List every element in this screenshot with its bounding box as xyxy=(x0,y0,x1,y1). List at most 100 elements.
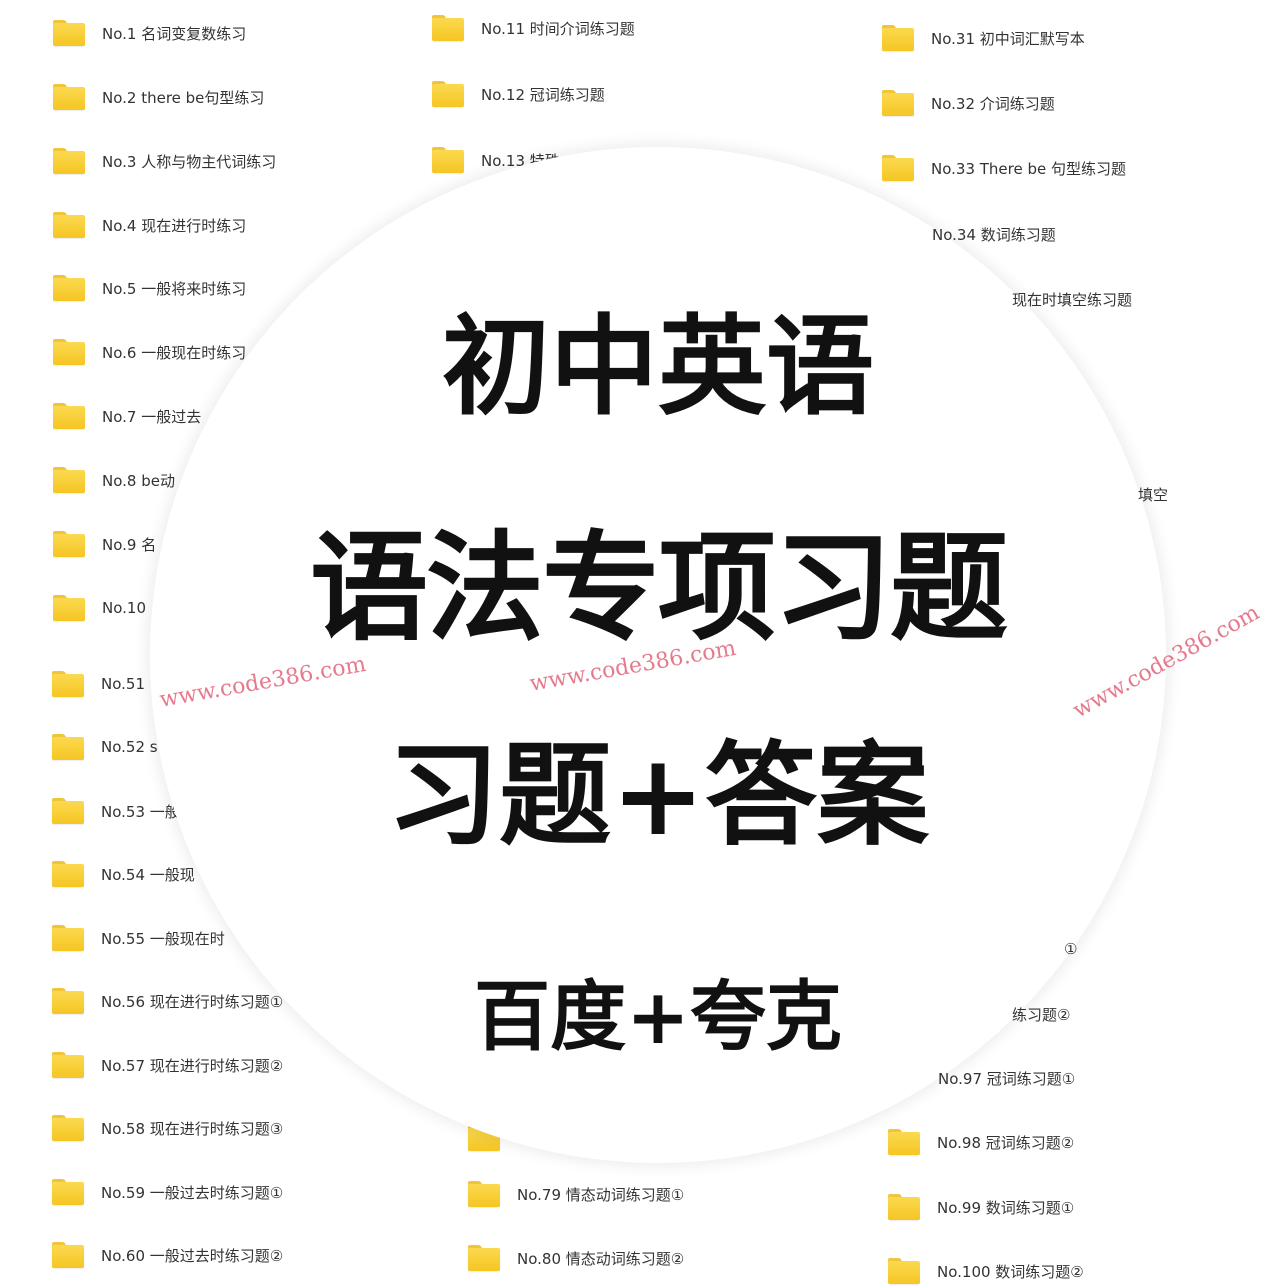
folder-icon xyxy=(432,15,464,41)
folder-item[interactable]: No.80 情态动词练习题② xyxy=(468,1242,684,1274)
folder-name: No.32 介词练习题 xyxy=(931,94,1055,113)
folder-icon xyxy=(468,1181,500,1207)
folder-name-partial: ① xyxy=(1064,940,1078,958)
folder-icon xyxy=(52,734,84,760)
folder-name-partial: 现在时填空练习题 xyxy=(1012,291,1133,309)
folder-name: No.98 冠词练习题② xyxy=(937,1133,1075,1152)
folder-item[interactable]: No.9 名 xyxy=(53,528,156,560)
folder-item[interactable]: No.6 一般现在时练习 xyxy=(53,336,246,368)
folder-icon xyxy=(53,595,85,621)
folder-icon xyxy=(882,90,914,116)
headline-line-2: 语法专项习题 xyxy=(309,519,1008,657)
folder-name: No.99 数词练习题① xyxy=(937,1198,1075,1217)
folder-item[interactable]: No.1 名词变复数练习 xyxy=(53,17,246,49)
folder-name: No.56 现在进行时练习题① xyxy=(101,992,284,1011)
folder-icon xyxy=(52,1242,84,1268)
folder-icon xyxy=(882,155,914,181)
folder-icon xyxy=(468,1245,500,1271)
folder-item[interactable]: No.57 现在进行时练习题② xyxy=(52,1049,283,1081)
folder-item[interactable]: No.59 一般过去时练习题① xyxy=(52,1176,283,1208)
folder-icon xyxy=(53,467,85,493)
folder-name: No.10 xyxy=(102,599,146,617)
folder-name: No.57 现在进行时练习题② xyxy=(101,1056,284,1075)
folder-icon xyxy=(53,148,85,174)
folder-name: No.59 一般过去时练习题① xyxy=(101,1183,284,1202)
folder-name: No.12 冠词练习题 xyxy=(481,85,605,104)
folder-icon xyxy=(53,403,85,429)
folder-icon xyxy=(52,861,84,887)
folder-item[interactable]: No.31 初中词汇默写本 xyxy=(882,22,1085,54)
folder-item[interactable]: No.3 人称与物主代词练习 xyxy=(53,145,276,177)
folder-name: No.11 时间介词练习题 xyxy=(481,19,635,38)
folder-name: No.53 一般 xyxy=(101,802,180,821)
folder-name: No.3 人称与物主代词练习 xyxy=(102,152,277,171)
folder-name: No.79 情态动词练习题① xyxy=(517,1185,685,1204)
folder-item[interactable]: No.4 现在进行时练习 xyxy=(53,209,246,241)
folder-icon xyxy=(53,20,85,46)
folder-item[interactable]: No.56 现在进行时练习题① xyxy=(52,985,283,1017)
folder-item[interactable]: No.53 一般 xyxy=(52,795,180,827)
folder-icon xyxy=(882,25,914,51)
folder-icon xyxy=(52,1179,84,1205)
folder-name: No.6 一般现在时练习 xyxy=(102,343,247,362)
folder-name: No.9 名 xyxy=(102,535,157,554)
folder-icon xyxy=(432,147,464,173)
folder-icon xyxy=(52,671,84,697)
folder-name: No.60 一般过去时练习题② xyxy=(101,1246,284,1265)
folder-icon xyxy=(53,275,85,301)
folder-name: No.8 be动 xyxy=(102,471,175,490)
folder-name: No.80 情态动词练习题② xyxy=(517,1249,685,1268)
headline-line-1: 初中英语 xyxy=(441,305,874,430)
folder-icon xyxy=(432,81,464,107)
folder-item[interactable]: No.11 时间介词练习题 xyxy=(432,12,635,44)
folder-item[interactable]: No.52 s xyxy=(52,731,158,763)
folder-icon xyxy=(53,531,85,557)
folder-name: No.4 现在进行时练习 xyxy=(102,216,247,235)
folder-icon xyxy=(53,339,85,365)
folder-item[interactable]: No.99 数词练习题① xyxy=(888,1191,1074,1223)
folder-name-partial: No.97 冠词练习题① xyxy=(938,1070,1076,1088)
folder-icon xyxy=(52,1052,84,1078)
folder-icon xyxy=(888,1194,920,1220)
folder-icon xyxy=(52,1115,84,1141)
folder-name: No.55 一般现在时 xyxy=(101,929,225,948)
headline-line-3: 习题+答案 xyxy=(387,731,929,861)
folder-item[interactable]: No.7 一般过去 xyxy=(53,400,201,432)
folder-name: No.2 there be句型练习 xyxy=(102,88,265,107)
folder-name-partial: 练习题② xyxy=(1012,1006,1071,1024)
folder-item[interactable]: No.32 介词练习题 xyxy=(882,87,1055,119)
folder-name: No.31 初中词汇默写本 xyxy=(931,29,1085,48)
folder-name: No.51 xyxy=(101,675,145,693)
folder-item[interactable]: No.58 现在进行时练习题③ xyxy=(52,1112,283,1144)
folder-icon xyxy=(52,988,84,1014)
folder-item[interactable]: No.98 冠词练习题② xyxy=(888,1126,1074,1158)
folder-name: No.52 s xyxy=(101,738,158,756)
folder-icon xyxy=(52,798,84,824)
folder-name: No.100 数词练习题② xyxy=(937,1262,1084,1281)
folder-item[interactable]: No.51 xyxy=(52,668,145,700)
folder-name: No.5 一般将来时练习 xyxy=(102,279,247,298)
folder-name-partial: No.34 数词练习题 xyxy=(932,226,1056,244)
folder-name: No.1 名词变复数练习 xyxy=(102,24,247,43)
folder-item[interactable]: No.55 一般现在时 xyxy=(52,922,225,954)
folder-icon xyxy=(53,212,85,238)
folder-name: No.33 There be 句型练习题 xyxy=(931,159,1127,178)
folder-item[interactable]: No.60 一般过去时练习题② xyxy=(52,1239,283,1271)
folder-item[interactable]: No.54 一般现 xyxy=(52,858,195,890)
folder-name: No.58 现在进行时练习题③ xyxy=(101,1119,284,1138)
folder-item[interactable]: No.12 冠词练习题 xyxy=(432,78,605,110)
folder-icon xyxy=(53,84,85,110)
folder-name: No.7 一般过去 xyxy=(102,407,202,426)
folder-item[interactable]: No.100 数词练习题② xyxy=(888,1255,1084,1287)
folder-item[interactable]: No.5 一般将来时练习 xyxy=(53,272,246,304)
folder-name: No.54 一般现 xyxy=(101,865,195,884)
folder-item[interactable]: No.33 There be 句型练习题 xyxy=(882,152,1126,184)
folder-icon xyxy=(888,1258,920,1284)
folder-icon xyxy=(888,1129,920,1155)
folder-icon xyxy=(52,925,84,951)
folder-name-partial: 填空 xyxy=(1138,486,1169,504)
folder-item[interactable]: No.2 there be句型练习 xyxy=(53,81,264,113)
folder-item[interactable]: No.10 xyxy=(53,592,146,624)
folder-item[interactable]: No.8 be动 xyxy=(53,464,175,496)
folder-item[interactable]: No.79 情态动词练习题① xyxy=(468,1178,684,1210)
